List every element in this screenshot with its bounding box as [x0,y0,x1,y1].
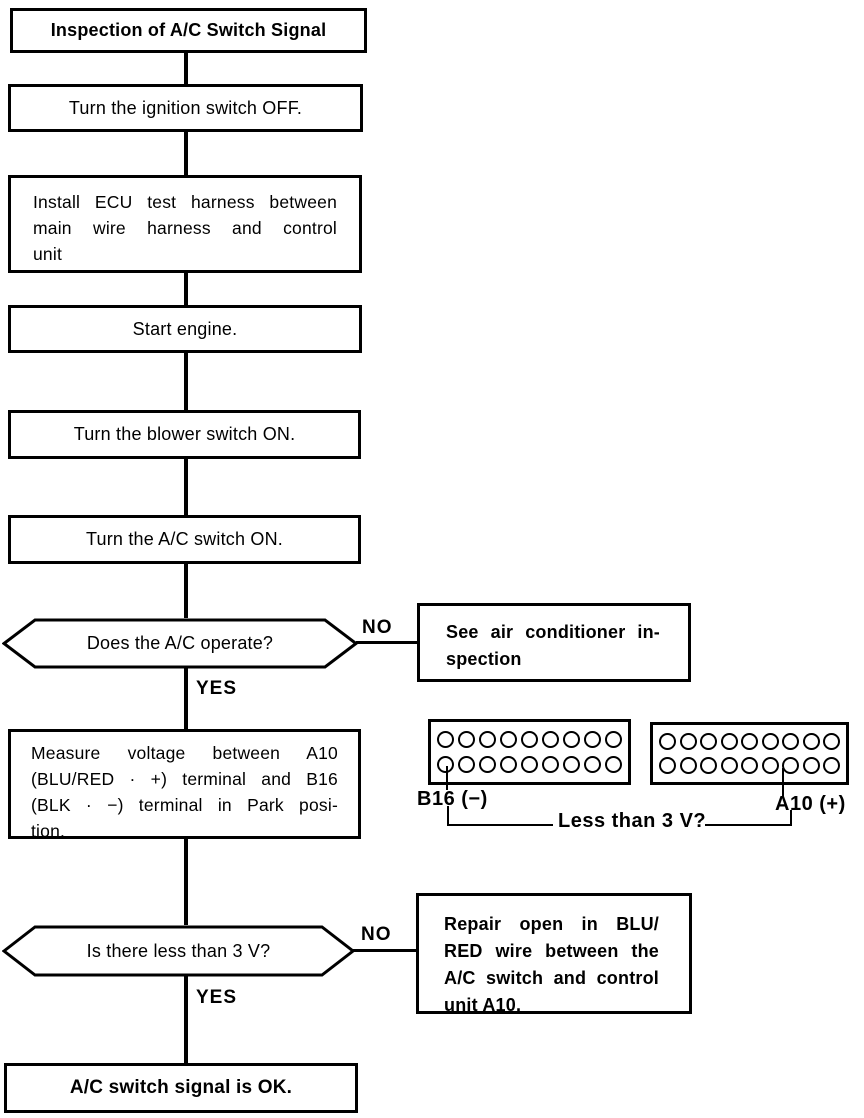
pin-circle [458,756,475,774]
pin-circle [720,732,738,750]
pin-circle [679,757,697,775]
bracket-left-line [447,806,449,826]
pin-row-top [437,730,622,748]
pin-circle [479,756,496,774]
connector-line [184,975,188,1063]
pin-circle [563,730,580,748]
pin-circle [500,730,517,748]
pin-circle [761,757,779,775]
connector-line [184,351,188,410]
pin-row-bottom [437,756,622,774]
pin-circle [700,732,717,750]
no-label: NO [362,617,393,638]
pin-circle [437,730,454,748]
text-line: See air conditioner in- [446,622,660,642]
pin-circle [802,732,820,750]
pin-circle [605,730,622,748]
pin-circle [823,732,840,750]
pin-circle [563,756,580,774]
no-branch-line [356,641,418,644]
title-box: Inspection of A/C Switch Signal [10,8,367,53]
text-line: (BLK · −) terminal in Park posi- [31,795,338,815]
step-box-ac-switch-on: Turn the A/C switch ON. [8,515,361,564]
pin-circle [437,756,454,774]
connector-line [184,457,188,515]
no-branch-line [353,949,416,952]
pin-row-top [659,732,840,750]
pin-circle [782,732,799,750]
pin-circle [659,757,676,775]
result-label: A/C switch signal is OK. [69,1077,293,1098]
pin-circle [542,730,559,748]
a10-pointer-line [782,768,784,796]
pin-circle [741,732,758,750]
pin-circle [458,730,475,748]
step-box-measure-voltage: Measure voltage between A10 (BLU/RED · +)… [8,729,361,841]
yes-label: YES [196,987,238,1008]
pin-circle [679,732,697,750]
text-line: main wire harness and control [33,218,337,238]
connector-line [184,562,188,618]
pin-circle [605,756,622,774]
result-box-signal-ok: A/C switch signal is OK. [4,1063,358,1113]
text-line: Measure voltage between A10 [31,743,338,763]
pin-circle [479,730,496,748]
connector-diagram-a10 [650,722,849,785]
pin-circle [823,757,840,775]
a10-terminal-label: A10 (+) [775,793,846,815]
pin-circle [584,730,601,748]
pin-circle [700,757,717,775]
pin-circle [659,732,676,750]
step-box-start-engine: Start engine. [8,305,362,353]
measurement-question: Less than 3 V? [558,810,707,832]
no-label: NO [361,924,392,945]
text-line: RED wire between the [444,941,659,961]
connector-line [184,130,188,175]
step-label: Turn the blower switch ON. [73,424,296,444]
decision-hexagon-less-than-3v: Is there less than 3 V? [2,925,355,977]
text-line: unit [33,244,63,264]
connector-line [184,53,188,84]
page-title: Inspection of A/C Switch Signal [50,20,327,40]
b16-pointer-line [446,766,448,790]
pin-circle [782,757,799,775]
text-line: Install ECU test harness between [33,192,337,212]
connector-line [184,837,188,925]
step-label: Turn the ignition switch OFF. [68,97,303,118]
decision-question: Is there less than 3 V? [86,940,271,961]
pin-row-bottom [659,757,840,775]
connector-line [184,666,188,729]
bracket-right-line [705,824,792,826]
yes-label: YES [196,678,238,699]
decision-hexagon-ac-operate: Does the A/C operate? [2,618,358,669]
pin-circle [720,757,738,775]
pin-circle [741,757,758,775]
pin-circle [521,730,538,748]
text-line: unit A10. [444,995,522,1015]
result-box-see-ac-inspection: See air conditioner in-spection [417,603,691,682]
text-line: tion. [31,821,66,841]
b16-terminal-label: B16 (−) [417,788,488,810]
connector-diagram-b16 [428,719,631,785]
bracket-left-line [447,824,553,826]
text-line: spection [446,649,522,669]
connector-line [184,270,188,305]
text-line: A/C switch and control [444,968,659,988]
step-label: Start engine. [132,318,238,339]
text-line: Repair open in BLU/ [444,914,659,934]
step-box-ignition-off: Turn the ignition switch OFF. [8,84,363,132]
step-label: Turn the A/C switch ON. [86,529,283,549]
bracket-right-line [790,810,792,826]
pin-circle [584,756,601,774]
decision-question: Does the A/C operate? [86,633,274,653]
text-line: (BLU/RED · +) terminal and B16 [31,769,338,789]
step-box-install-harness: Install ECU test harness between main wir… [8,175,362,273]
pin-circle [542,756,559,774]
pin-circle [802,757,820,775]
pin-circle [521,756,538,774]
step-box-blower-on: Turn the blower switch ON. [8,410,361,459]
pin-circle [500,756,517,774]
pin-circle [761,732,779,750]
